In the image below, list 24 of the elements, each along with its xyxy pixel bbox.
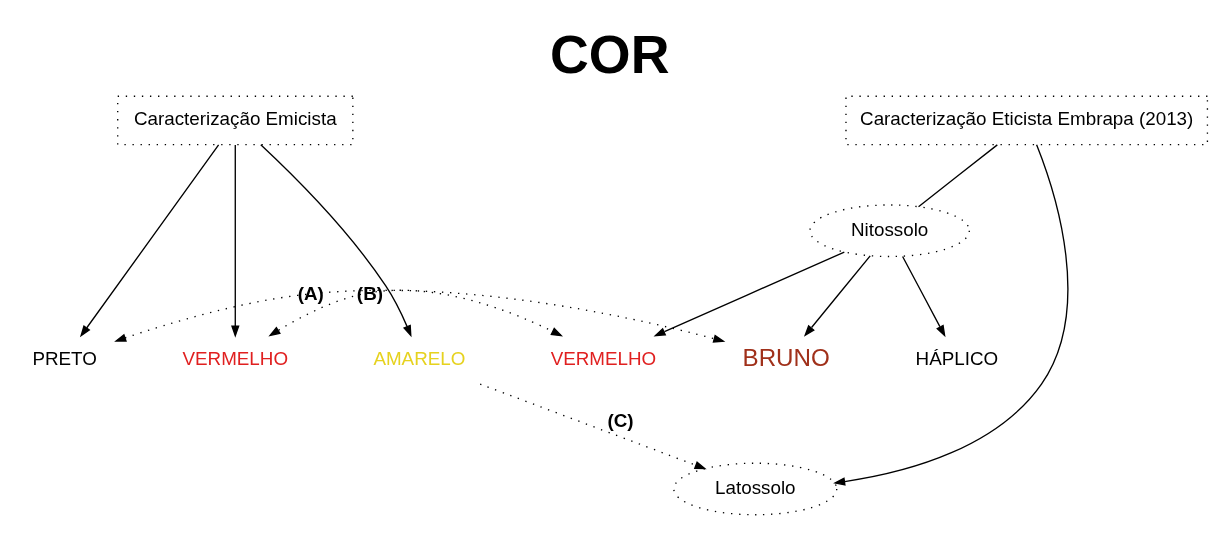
arrow [268,289,563,337]
arrow [833,143,1069,486]
edge-label: (C) [607,409,634,431]
node-text: HÁPLICO [915,347,999,369]
arrow [803,254,871,337]
node-text: PRETO [32,347,97,369]
edge-label: (A) [297,282,324,304]
arrow [260,143,412,337]
arrow [231,143,240,338]
node-ellipse: Nitossolo [809,203,970,257]
connector [917,143,998,207]
edge-label: (B) [356,282,383,304]
node-text: AMARELO [373,347,466,369]
arrow [114,289,726,343]
arrow [901,255,946,337]
arrow [79,143,220,337]
diagram-title: COR [550,23,670,84]
arrow [479,382,707,469]
arrow [653,250,845,336]
node-text: VERMELHO [550,347,657,369]
node-box: Caracterização Emicista [117,95,354,145]
node-box: Caracterização Eticista Embrapa (2013) [845,95,1209,145]
node-text: BRUNO [742,343,830,371]
node-text: VERMELHO [182,347,289,369]
